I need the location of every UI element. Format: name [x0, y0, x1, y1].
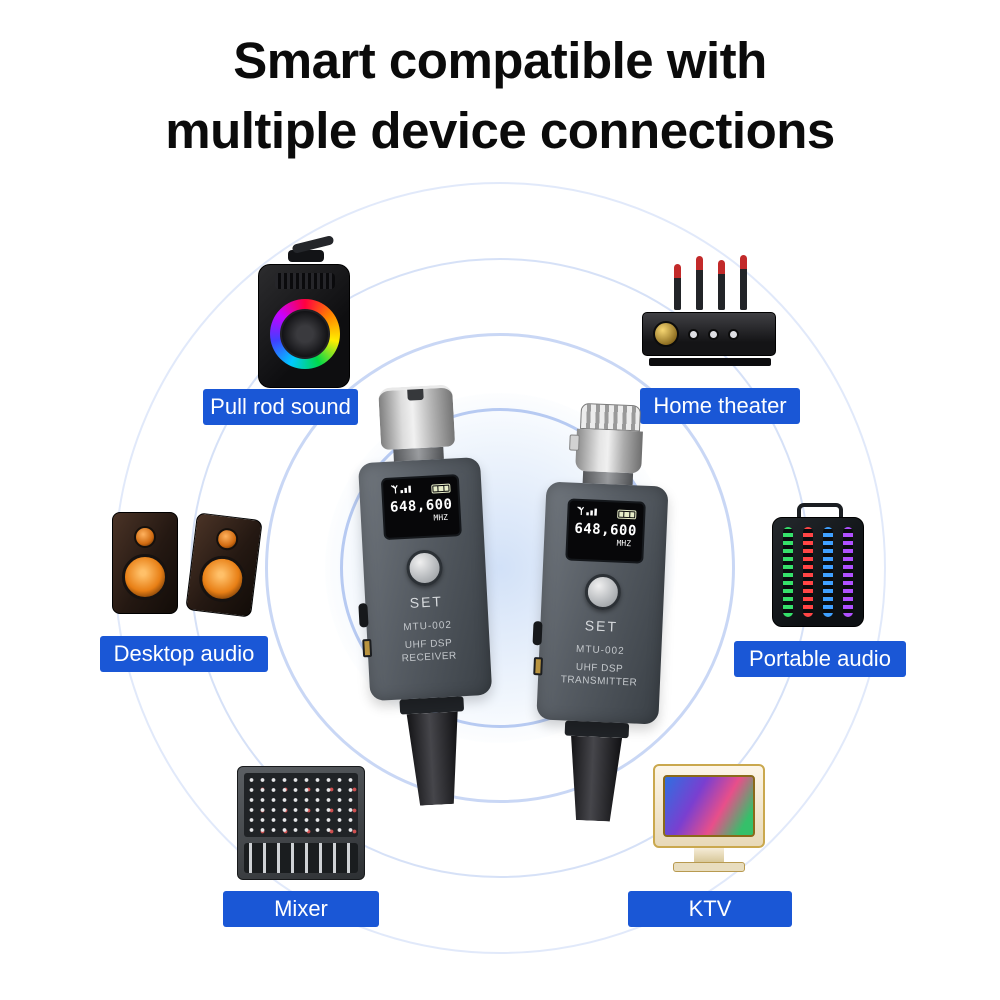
- set-button[interactable]: [584, 573, 622, 611]
- xlr-latch: [569, 434, 580, 451]
- type-line-2: RECEIVER: [401, 650, 458, 665]
- xlr-ridged-collar: [579, 402, 642, 432]
- carry-handle: [797, 503, 843, 517]
- desktop-speaker-right: [185, 512, 263, 618]
- model-label: MTU-002: [403, 619, 453, 634]
- label-mixer: Mixer: [223, 891, 379, 927]
- connection-ring-2: [265, 333, 735, 803]
- microphone: [717, 260, 725, 310]
- amp-knob: [688, 328, 699, 340]
- amp-base: [649, 358, 771, 366]
- tweeter: [214, 527, 240, 552]
- led-strip: [823, 527, 833, 617]
- tweeter: [134, 525, 156, 548]
- xlr-shell: [575, 428, 643, 474]
- xlr-connector-top: [378, 384, 456, 451]
- led-ring: [270, 299, 340, 369]
- receiver-body: 648,600 MHZ SET MTU-002 UHF DSP RECEIVER: [357, 456, 493, 702]
- portable-speaker-body: [772, 517, 864, 627]
- home-theater-image: [642, 252, 778, 366]
- transmitter-display: 648,600 MHZ: [565, 498, 646, 564]
- set-label: SET: [584, 617, 619, 635]
- power-button[interactable]: [358, 603, 369, 628]
- karaoke-machine: [653, 764, 765, 848]
- device-type-label: UHF DSP TRANSMITTER: [560, 660, 638, 689]
- usb-port: [533, 657, 543, 676]
- woofer-cone: [280, 309, 330, 359]
- microphone: [695, 256, 703, 310]
- transmitter-body: 648,600 MHZ SET MTU-002 UHF DSP TRANSMIT…: [532, 481, 669, 725]
- label-text: Mixer: [274, 896, 328, 921]
- amp-knob: [708, 328, 719, 340]
- label-home-theater: Home theater: [640, 388, 800, 424]
- set-label: SET: [409, 593, 444, 611]
- title-line-1: Smart compatible with: [233, 32, 767, 89]
- label-text: Portable audio: [749, 646, 891, 671]
- ktv-machine-image: [650, 764, 768, 872]
- label-text: KTV: [688, 896, 732, 921]
- model-label: MTU-002: [575, 643, 625, 658]
- power-button[interactable]: [532, 621, 543, 646]
- receiver-device: 648,600 MHZ SET MTU-002 UHF DSP RECEIVER: [335, 382, 517, 809]
- label-text: Desktop audio: [113, 641, 255, 666]
- pull-rod-speaker-image: [258, 235, 354, 388]
- speaker-grill: [275, 273, 335, 289]
- plug-collar: [564, 720, 630, 739]
- ktv-stand-neck: [694, 848, 724, 862]
- label-desktop-audio: Desktop audio: [100, 636, 268, 672]
- desktop-speakers-image: [112, 512, 263, 618]
- set-button[interactable]: [405, 549, 444, 587]
- label-pull-rod-sound: Pull rod sound: [203, 389, 358, 425]
- microphone-set: [642, 252, 778, 310]
- device-type-label: UHF DSP RECEIVER: [401, 636, 457, 665]
- frequency-readout: 648,600: [574, 520, 638, 540]
- usb-port: [362, 638, 373, 658]
- antenna-signal-icon: [390, 481, 413, 500]
- portable-speaker-image: [772, 503, 868, 627]
- mixer-fader-panel: [244, 843, 358, 873]
- led-strip: [783, 527, 793, 617]
- woofer: [196, 552, 248, 605]
- label-ktv: KTV: [628, 891, 792, 927]
- xlr-notch: [407, 388, 424, 401]
- microphone: [673, 264, 681, 310]
- xlr-plug-bottom: [564, 736, 626, 822]
- microphone: [739, 255, 747, 310]
- battery-icon: [617, 509, 637, 519]
- mixer-knob-panel: [244, 773, 358, 837]
- desktop-speaker-left: [112, 512, 178, 614]
- karaoke-screen: [663, 775, 755, 837]
- transmitter-device: 648,600 MHZ SET MTU-002 UHF DSP TRANSMIT…: [513, 401, 691, 825]
- xlr-connector-top: [569, 402, 644, 474]
- led-strip: [843, 527, 853, 617]
- type-line-2: TRANSMITTER: [560, 674, 638, 689]
- woofer: [122, 554, 168, 601]
- ktv-stand-base: [673, 862, 745, 872]
- frequency-unit: MHZ: [616, 538, 632, 549]
- label-text: Home theater: [653, 393, 787, 418]
- amplifier: [642, 312, 776, 356]
- speaker-body: [258, 264, 350, 388]
- mixer-console-image: [237, 766, 365, 880]
- xlr-plug-bottom: [403, 711, 466, 806]
- antenna-signal-icon: [576, 503, 599, 522]
- speaker-cone: [653, 321, 679, 347]
- label-portable-audio: Portable audio: [734, 641, 906, 677]
- label-text: Pull rod sound: [210, 394, 351, 419]
- receiver-display: 648,600 MHZ: [380, 474, 462, 541]
- led-strip: [803, 527, 813, 617]
- amp-knob: [728, 328, 739, 340]
- battery-icon: [431, 483, 451, 494]
- title-line-2: multiple device connections: [165, 102, 835, 159]
- page-title: Smart compatible with multiple device co…: [0, 26, 1000, 166]
